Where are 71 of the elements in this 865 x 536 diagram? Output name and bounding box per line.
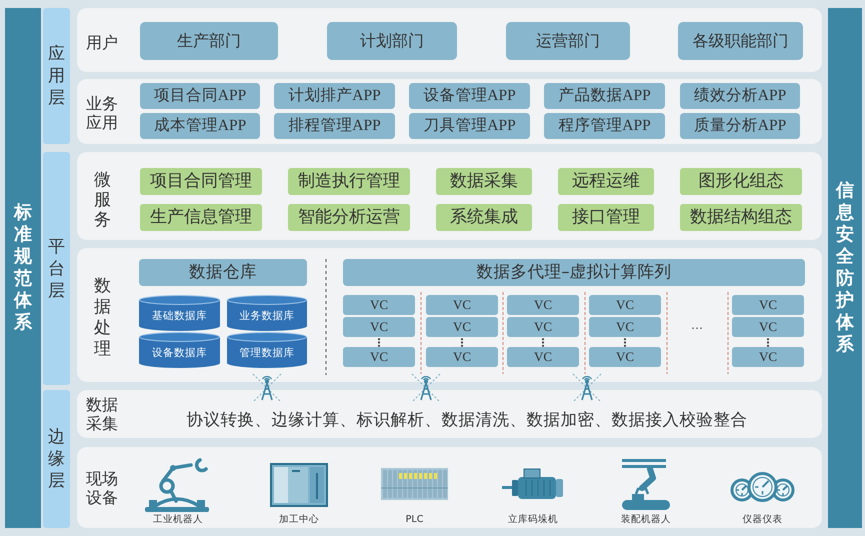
row-label: 微服务 xyxy=(94,170,112,230)
device-label: 立库码垛机 xyxy=(508,514,558,526)
app-box: 程序管理APP xyxy=(544,113,665,139)
vc-box: VC xyxy=(589,317,661,337)
vc-box: VC xyxy=(507,317,579,337)
header-box: 数据仓库 xyxy=(139,259,307,286)
app-box: 刀具管理APP xyxy=(409,113,530,139)
device-label: PLC xyxy=(406,514,424,526)
vc-box: VC xyxy=(426,295,498,315)
vc-box: VC xyxy=(343,347,415,367)
service-box: 制造执行管理 xyxy=(288,168,410,195)
department-box: 各级职能部门 xyxy=(678,22,803,60)
section-panel xyxy=(77,248,822,382)
row-label: 数据采集 xyxy=(86,395,119,433)
vc-box: VC xyxy=(732,295,804,315)
vc-box: VC xyxy=(426,317,498,337)
vc-box: VC xyxy=(589,347,661,367)
section-panel xyxy=(77,390,822,438)
service-box: 接口管理 xyxy=(558,204,654,231)
app-box: 成本管理APP xyxy=(140,113,260,139)
service-box: 项目合同管理 xyxy=(140,168,262,195)
app-box: 绩效分析APP xyxy=(680,83,800,109)
service-box: 智能分析运营 xyxy=(288,204,410,231)
overhead-robot-icon xyxy=(620,458,672,511)
motor-icon xyxy=(502,468,564,501)
app-box: 排程管理APP xyxy=(274,113,395,139)
service-box: 图形化组态 xyxy=(680,168,802,195)
section-panel xyxy=(77,8,822,72)
service-box: 系统集成 xyxy=(436,204,532,231)
vc-box: VC xyxy=(507,347,579,367)
vc-box: VC xyxy=(343,295,415,315)
module-rack-icon xyxy=(381,468,448,500)
app-box: 质量分析APP xyxy=(680,113,800,139)
app-box: 设备管理APP xyxy=(409,83,530,109)
ellipsis: … xyxy=(691,318,703,332)
department-box: 运营部门 xyxy=(506,22,630,60)
app-box: 项目合同APP xyxy=(140,83,260,109)
vertical-band: 标准规范体系 xyxy=(5,8,41,528)
header-box: 数据多代理–虚拟计算阵列 xyxy=(343,259,805,286)
service-box: 数据采集 xyxy=(436,168,532,195)
vc-box: VC xyxy=(426,347,498,367)
department-box: 生产部门 xyxy=(140,22,278,60)
vc-box: VC xyxy=(343,317,415,337)
vc-box: VC xyxy=(589,295,661,315)
vc-box: VC xyxy=(732,347,804,367)
device-label: 仪器仪表 xyxy=(742,514,782,526)
row-label: 业务应用 xyxy=(86,94,119,132)
service-box: 远程运维 xyxy=(558,168,654,195)
app-box: 计划排产APP xyxy=(274,83,395,109)
layer-band: 应用层 xyxy=(43,8,70,144)
layer-band: 边缘层 xyxy=(43,390,70,528)
app-box: 产品数据APP xyxy=(544,83,665,109)
gauges-icon xyxy=(730,472,795,504)
device-label: 装配机器人 xyxy=(621,514,671,526)
section-panel xyxy=(77,79,822,144)
section-panel xyxy=(77,152,822,240)
machine-cabinet-icon xyxy=(270,463,328,507)
vertical-band: 信息安全防护体系 xyxy=(828,8,862,528)
row-label: 用户 xyxy=(86,33,118,53)
service-box: 数据结构组态 xyxy=(680,204,802,231)
vc-box: VC xyxy=(507,295,579,315)
device-label: 加工中心 xyxy=(279,514,319,526)
panel-text: 协议转换、边缘计算、标识解析、数据清洗、数据加密、数据接入校验整合 xyxy=(186,410,748,430)
row-label: 数据处理 xyxy=(94,276,112,360)
row-label: 现场设备 xyxy=(86,470,119,507)
layer-band: 平台层 xyxy=(43,152,70,385)
department-box: 计划部门 xyxy=(327,22,457,60)
vc-box: VC xyxy=(732,317,804,337)
section-panel xyxy=(77,447,822,528)
device-label: 工业机器人 xyxy=(153,514,203,526)
service-box: 生产信息管理 xyxy=(140,204,262,231)
